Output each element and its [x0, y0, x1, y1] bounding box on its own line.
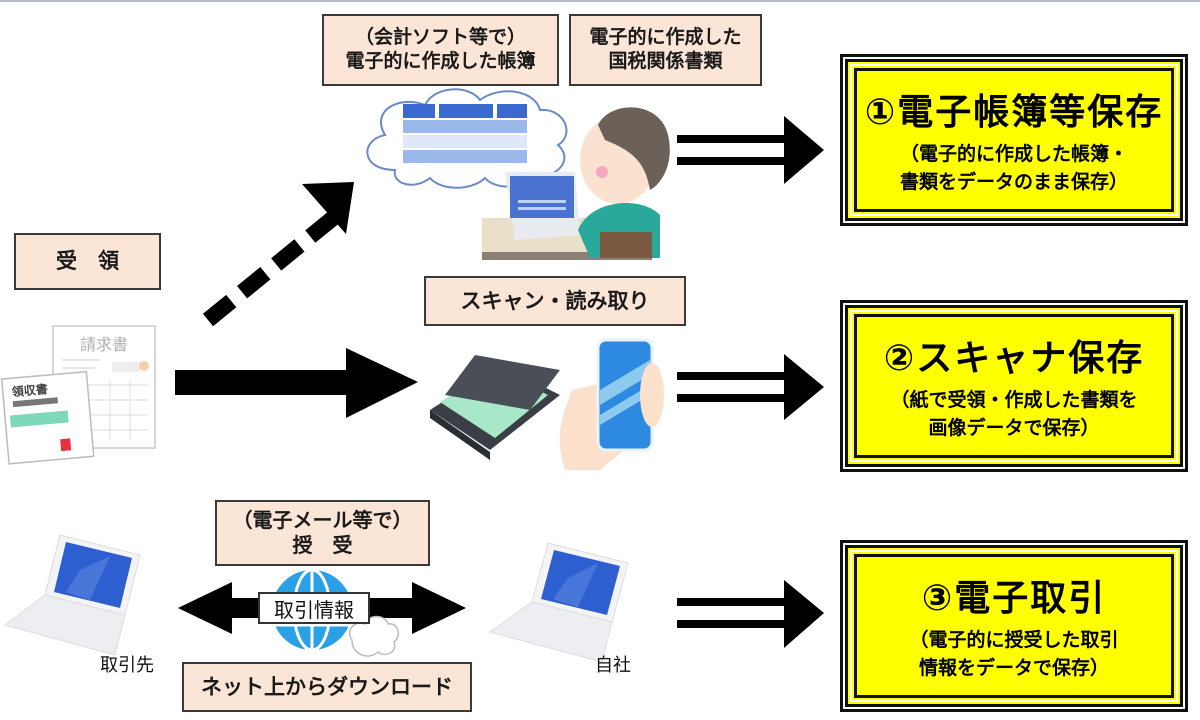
result-box-frame	[840, 54, 1188, 226]
result-desc-line: 情報をデータで保存）	[918, 657, 1109, 679]
label-software-books: （会計ソフト等で） 電子的に作成した帳簿	[322, 14, 559, 86]
laptop-own-company-icon	[488, 542, 629, 663]
double-arrow-2	[677, 354, 824, 420]
result-desc-e-books: （電子的に作成した帳簿・ 書類をデータのまま保存）	[900, 141, 1128, 196]
result-box-frame	[840, 540, 1188, 712]
label-email-exchange: （電子メール等で） 授 受	[215, 500, 430, 566]
label-tax-documents-line1: 電子的に作成した	[589, 26, 742, 49]
invoice-receipt-icon: 請求書 領収書	[0, 325, 156, 465]
label-net-download-text: ネット上からダウンロード	[201, 674, 453, 699]
label-email-exchange-line2: 授 受	[292, 533, 353, 557]
result-title-e-transactions: ③電子取引	[921, 578, 1107, 620]
result-box-e-books: ①電子帳簿等保存 （電子的に作成した帳簿・ 書類をデータのまま保存）	[840, 54, 1188, 226]
label-tax-documents: 電子的に作成した 国税関係書類	[569, 14, 762, 86]
label-scan-read: スキャン・読み取り	[424, 276, 686, 326]
label-net-download: ネット上からダウンロード	[182, 662, 472, 712]
label-software-books-line1: （会計ソフト等で）	[354, 26, 526, 49]
transaction-info-tag: 取引情報	[258, 592, 370, 624]
result-desc-line: 画像データで保存）	[928, 417, 1100, 439]
double-arrow-3	[677, 580, 824, 648]
result-desc-e-transactions: （電子的に授受した取引 情報をデータで保存）	[909, 627, 1118, 682]
smartphone-in-hand-icon	[559, 338, 664, 470]
receipt-title: 領収書	[10, 381, 48, 399]
label-received-text: 受 領	[56, 249, 119, 274]
label-scan-read-text: スキャン・読み取り	[460, 288, 650, 313]
label-own-company: 自社	[595, 655, 631, 676]
dashed-arrow-up	[202, 182, 354, 327]
solid-arrow-to-scanner	[175, 348, 418, 418]
result-box-frame	[840, 300, 1188, 472]
double-arrow-1	[677, 116, 824, 184]
result-desc-scanner: （紙で受領・作成した書類を 画像データで保存）	[890, 387, 1137, 442]
scanner-icon	[430, 355, 560, 460]
top-border-line	[0, 0, 1200, 2]
result-desc-line: （電子的に授受した取引	[909, 629, 1119, 652]
label-tax-documents-line2: 国税関係書類	[608, 50, 723, 72]
invoice-title: 請求書	[80, 335, 128, 354]
transaction-info-text: 取引情報	[274, 597, 354, 622]
result-box-e-transactions: ③電子取引 （電子的に授受した取引 情報をデータで保存）	[840, 540, 1188, 712]
laptop-counterparty-icon	[3, 534, 141, 656]
result-desc-line: （紙で受領・作成した書類を	[890, 389, 1138, 412]
result-desc-line: 書類をデータのまま保存）	[899, 171, 1128, 193]
result-box-scanner: ②スキャナ保存 （紙で受領・作成した書類を 画像データで保存）	[840, 300, 1188, 472]
result-desc-line: （電子的に作成した帳簿・	[899, 143, 1128, 166]
label-counterparty: 取引先	[100, 655, 154, 676]
label-software-books-line2: 電子的に作成した帳簿	[345, 50, 536, 72]
result-title-scanner: ②スキャナ保存	[883, 338, 1145, 380]
person-at-computer-icon	[482, 107, 670, 260]
result-title-e-books: ①電子帳簿等保存	[864, 92, 1164, 134]
label-email-exchange-line1: （電子メール等で）	[232, 508, 413, 532]
label-received: 受 領	[14, 233, 161, 290]
